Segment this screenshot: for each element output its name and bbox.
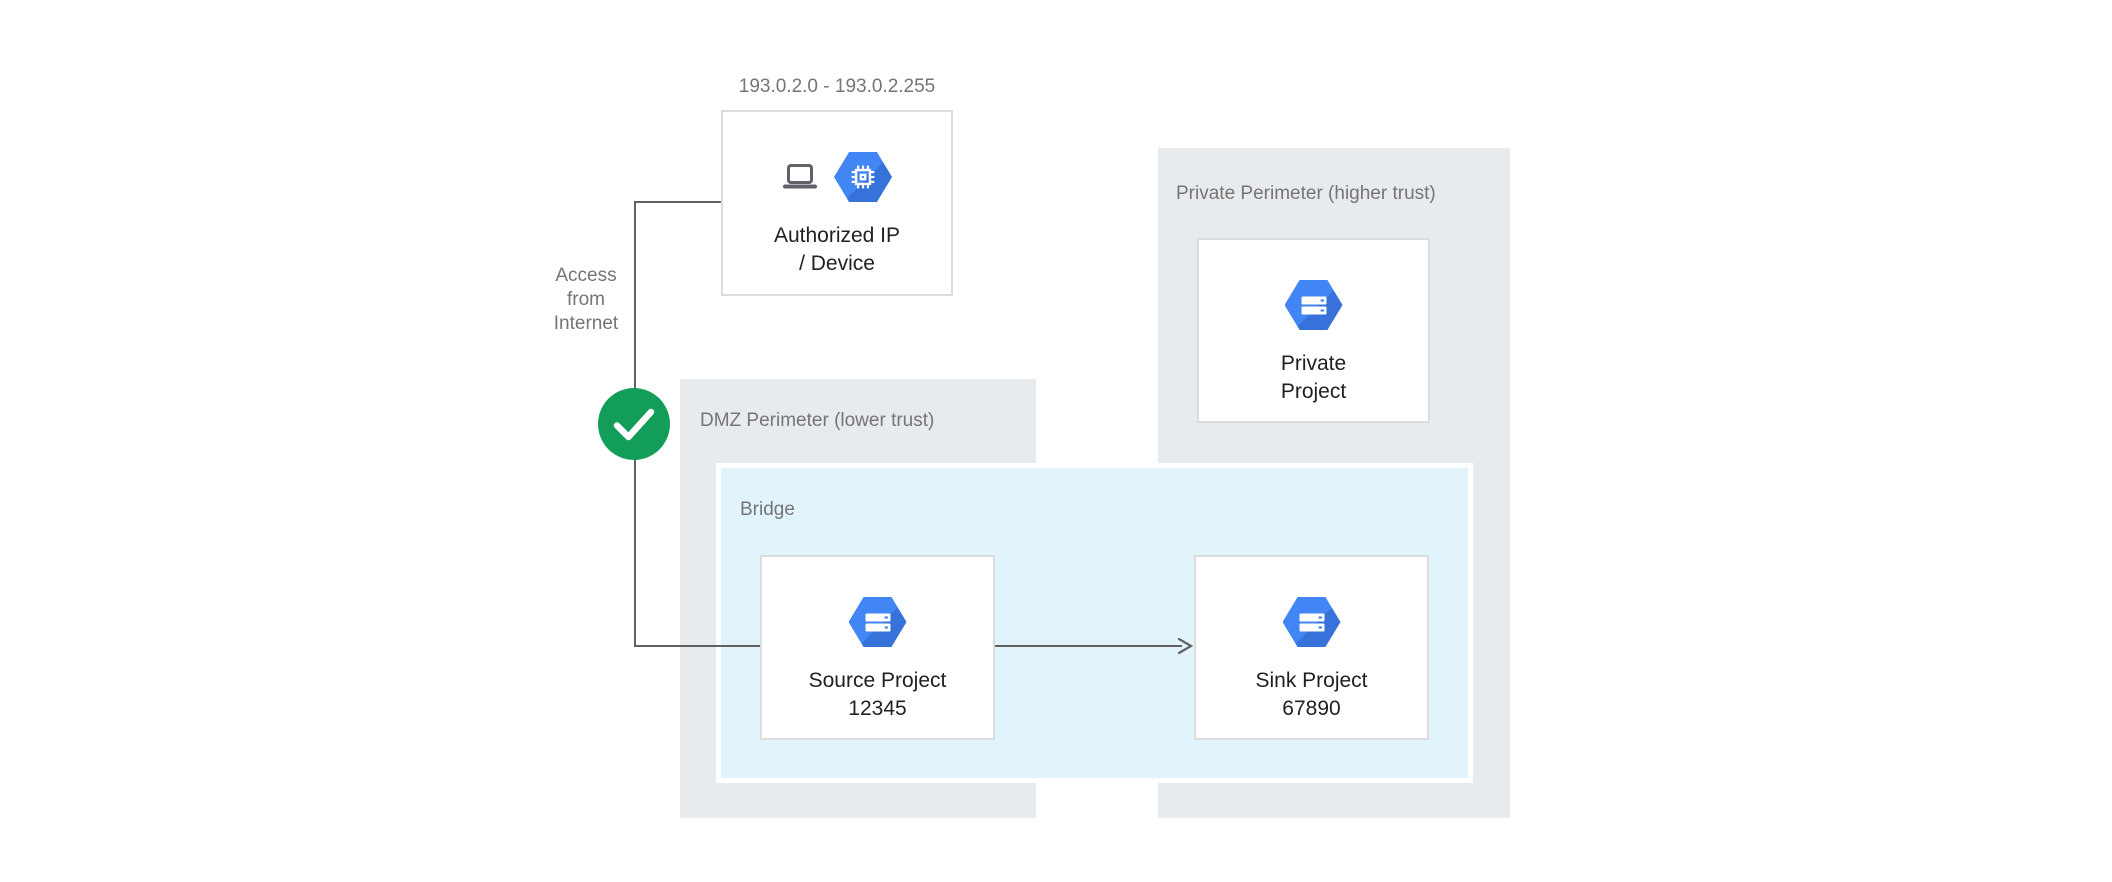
authorized-node-icons (782, 152, 892, 202)
authorized-node-label: Authorized IP / Device (774, 222, 900, 278)
source-to-sink-arrow-line (995, 645, 1182, 647)
access-from-internet-label: Access from Internet (536, 264, 636, 336)
connector-bottom-horizontal-line (634, 645, 760, 647)
check-icon (613, 408, 655, 441)
compute-engine-hexagon-icon (834, 152, 892, 202)
private-node-line2: Project (1280, 380, 1347, 403)
sink-node-label: Sink Project 67890 (1255, 667, 1367, 723)
private-node-label: Private Project (1281, 350, 1346, 406)
authorized-node-line1: Authorized IP (773, 224, 901, 247)
bridge-label: Bridge (740, 499, 795, 520)
authorized-node-line2: / Device (799, 252, 875, 275)
sink-project-node: Sink Project 67890 (1194, 555, 1429, 740)
source-node-label: Source Project 12345 (809, 667, 947, 723)
private-project-node: Private Project (1197, 238, 1430, 423)
sink-node-line2: 67890 (1282, 697, 1341, 720)
cloud-project-hexagon-icon (1282, 597, 1341, 647)
source-node-icons (848, 597, 907, 647)
source-node-line1: Source Project (808, 669, 947, 692)
private-perimeter-label: Private Perimeter (higher trust) (1176, 183, 1436, 204)
sink-node-line1: Sink Project (1255, 669, 1368, 692)
access-label-line3: Internet (553, 313, 619, 334)
laptop-icon (783, 164, 817, 189)
ip-range-label: 193.0.2.0 - 193.0.2.255 (738, 76, 936, 97)
private-node-icons (1284, 280, 1343, 330)
sink-node-icons (1282, 597, 1341, 647)
source-project-node: Source Project 12345 (760, 555, 995, 740)
storage-bars-glyph (865, 613, 890, 631)
access-label-line2: from (567, 289, 605, 310)
access-allowed-badge (598, 388, 670, 460)
storage-bars-glyph (1299, 613, 1324, 631)
dmz-perimeter-label: DMZ Perimeter (lower trust) (700, 410, 935, 431)
source-node-line2: 12345 (848, 697, 907, 720)
arrow-right-icon (1177, 637, 1194, 655)
storage-bars-glyph (1301, 296, 1326, 314)
connector-top-horizontal-line (634, 201, 721, 203)
cloud-project-hexagon-icon (848, 597, 907, 647)
access-label-line1: Access (555, 265, 617, 286)
private-node-line1: Private (1280, 352, 1347, 375)
authorized-ip-device-node: Authorized IP / Device (721, 110, 953, 296)
chip-glyph (851, 165, 875, 189)
cloud-project-hexagon-icon (1284, 280, 1343, 330)
